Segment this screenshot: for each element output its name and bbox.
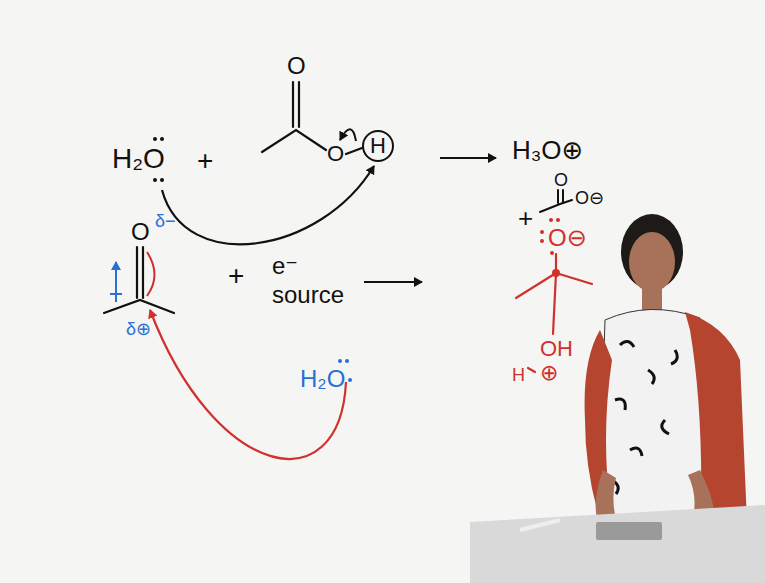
- carbonyl-skeleton: [104, 247, 174, 313]
- electron-dot: [338, 359, 342, 363]
- pattern-mark: [648, 370, 654, 384]
- atom-label: O: [287, 54, 306, 78]
- presenter: [585, 214, 748, 545]
- bond: [346, 148, 362, 154]
- atom-label: O: [131, 220, 150, 244]
- charge-label: O⊖: [575, 189, 604, 207]
- atom-label: O: [554, 171, 568, 189]
- atom-label: OH: [540, 338, 573, 360]
- plus-sign: +: [197, 147, 213, 175]
- atom-label: O: [327, 143, 344, 165]
- circled-atom: H: [362, 130, 394, 162]
- electron-dot: [549, 218, 553, 222]
- pattern-mark: [671, 350, 677, 364]
- bond: [562, 190, 564, 203]
- bond: [298, 82, 300, 127]
- electron-dot: [160, 178, 164, 182]
- bond: [142, 247, 144, 298]
- electron-dot: [556, 218, 560, 222]
- pattern-mark: [662, 420, 669, 434]
- reaction-arrow: [440, 157, 496, 159]
- electron-dot: [540, 230, 544, 234]
- bond: [528, 368, 535, 372]
- electron-dot: [153, 178, 157, 182]
- formula-label: H₂O: [300, 367, 345, 391]
- electron-dot: [540, 239, 544, 243]
- atom-label: H: [512, 366, 525, 384]
- bond: [557, 190, 559, 203]
- bond: [104, 300, 174, 313]
- formula-label: H₃O⊕: [512, 137, 583, 163]
- curved-arrow: [150, 310, 346, 459]
- dipole-cross: [110, 293, 122, 295]
- bond: [516, 273, 556, 298]
- bond: [540, 200, 572, 212]
- face: [629, 232, 675, 292]
- atom-label: H: [370, 135, 386, 157]
- stylus: [520, 520, 560, 530]
- carbon-dot: [552, 269, 560, 277]
- partial-charge: δ⊕: [126, 320, 151, 338]
- acid-skeleton: [262, 82, 362, 154]
- pi-bond-highlight: [147, 252, 155, 296]
- acetate-skeleton: [540, 190, 572, 212]
- bond: [262, 130, 326, 152]
- bond: [136, 247, 138, 298]
- plus-sign: +: [518, 205, 533, 231]
- pattern-mark: [615, 399, 625, 410]
- desk: [470, 505, 765, 583]
- curved-arrow: [340, 129, 356, 141]
- pattern-mark: [630, 448, 642, 456]
- tablet: [596, 522, 662, 540]
- charge-label: ⊕: [540, 362, 558, 384]
- pattern-mark: [620, 341, 634, 347]
- reagent-label: e⁻ source: [272, 252, 356, 310]
- neck: [642, 288, 662, 310]
- electron-dot: [160, 137, 164, 141]
- top-pattern: [612, 341, 677, 494]
- plus-sign: +: [228, 262, 244, 290]
- bond: [556, 273, 592, 284]
- electron-dot: [348, 378, 352, 382]
- electron-dot: [345, 359, 349, 363]
- electron-dot: [550, 251, 554, 255]
- electron-dot: [153, 137, 157, 141]
- dipole-arrow: [115, 262, 117, 302]
- charge-label: O⊖: [548, 226, 587, 250]
- bond: [292, 82, 294, 127]
- reaction-arrow: [364, 281, 422, 283]
- partial-charge: δ−: [155, 212, 176, 230]
- curved-arrow: [162, 166, 374, 244]
- formula-label: H₂O: [112, 145, 165, 173]
- bond: [553, 273, 556, 334]
- product-skeleton: [516, 254, 592, 372]
